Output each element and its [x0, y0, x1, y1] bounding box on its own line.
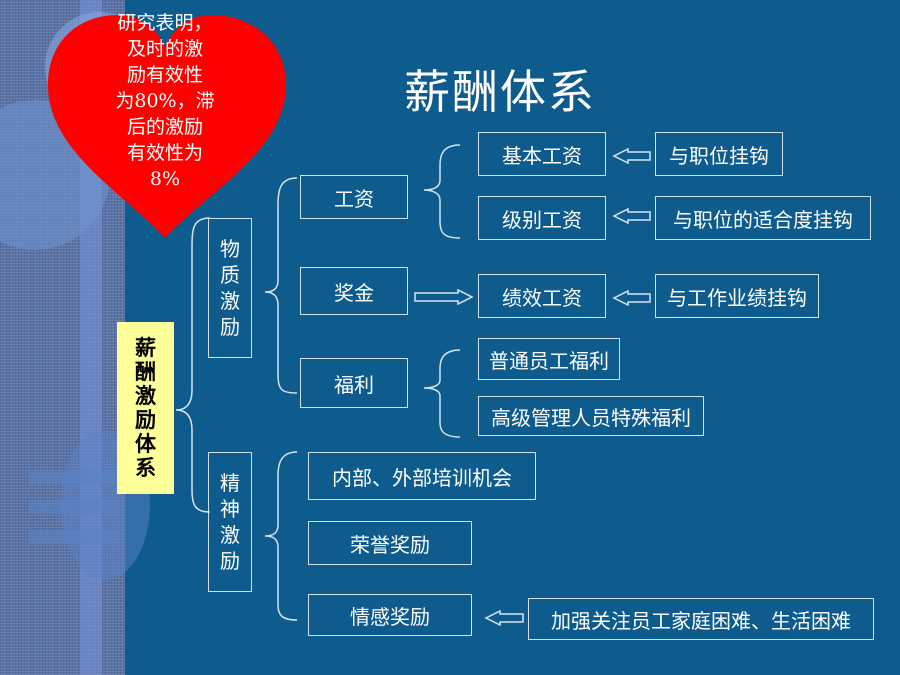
node-honor: 荣誉奖励 [308, 521, 472, 565]
category-char: 物 [220, 237, 240, 261]
brace-wage [423, 144, 461, 239]
category-char: 精 [220, 471, 240, 495]
root-label-char: 励 [135, 407, 156, 432]
heart-note-line: 8% [149, 168, 181, 190]
category-char: 励 [220, 315, 240, 339]
slide-title: 薪酬体系 [404, 65, 596, 119]
root-label: 薪 酬 激 励 体 系 [117, 322, 174, 494]
root-label-char: 激 [135, 383, 156, 408]
category-char: 激 [220, 523, 240, 547]
root-label-char: 体 [135, 431, 156, 456]
heart-note-line: 为80%，滞 [115, 90, 215, 112]
link-performance: 与工作业绩挂钩 [655, 274, 819, 318]
brace-welfare [423, 349, 461, 438]
brace-spiritual [264, 451, 298, 621]
arrow-left-icon [612, 207, 651, 225]
heart-note-line: 后的激励 [126, 116, 203, 138]
category-spiritual: 精 神 激 励 [208, 452, 252, 592]
category-char: 质 [220, 263, 240, 287]
node-level-wage: 级别工资 [478, 196, 606, 240]
node-training: 内部、外部培训机会 [308, 452, 536, 500]
heart-note: 研究表明， 及时的激 励有效性 为80%，滞 后的激励 有效性为 8% [100, 10, 230, 192]
heart-note-line: 有效性为 [126, 142, 203, 164]
link-position: 与职位挂钩 [655, 132, 783, 176]
heart-note-line: 及时的激 [126, 38, 203, 60]
node-general-welfare: 普通员工福利 [478, 338, 620, 380]
node-emotional: 情感奖励 [308, 594, 472, 636]
heart-note-line: 励有效性 [126, 64, 203, 86]
category-char: 神 [220, 497, 240, 521]
category-char: 励 [220, 549, 240, 573]
node-welfare: 福利 [300, 358, 408, 408]
node-senior-welfare: 高级管理人员特殊福利 [478, 396, 704, 436]
category-char: 激 [220, 289, 240, 313]
node-wage: 工资 [300, 175, 408, 219]
link-position-fit: 与职位的适合度挂钩 [655, 196, 871, 240]
arrow-right-icon [414, 288, 474, 306]
heart-note-line: 研究表明， [117, 12, 213, 34]
node-performance-wage: 绩效工资 [478, 274, 606, 318]
arrow-left-icon [612, 147, 651, 165]
brace-material [264, 177, 298, 394]
arrow-left-icon [484, 609, 524, 627]
node-bonus: 奖金 [300, 267, 408, 315]
link-family-care: 加强关注员工家庭困难、生活困难 [528, 598, 874, 640]
node-base-wage: 基本工资 [478, 132, 606, 176]
category-material: 物 质 激 励 [208, 218, 252, 358]
root-label-char: 系 [135, 455, 156, 480]
heart-shape [48, 15, 286, 238]
arrow-left-icon [612, 289, 651, 307]
brace-main [175, 217, 211, 513]
root-label-char: 酬 [135, 359, 156, 384]
root-label-char: 薪 [135, 335, 156, 360]
